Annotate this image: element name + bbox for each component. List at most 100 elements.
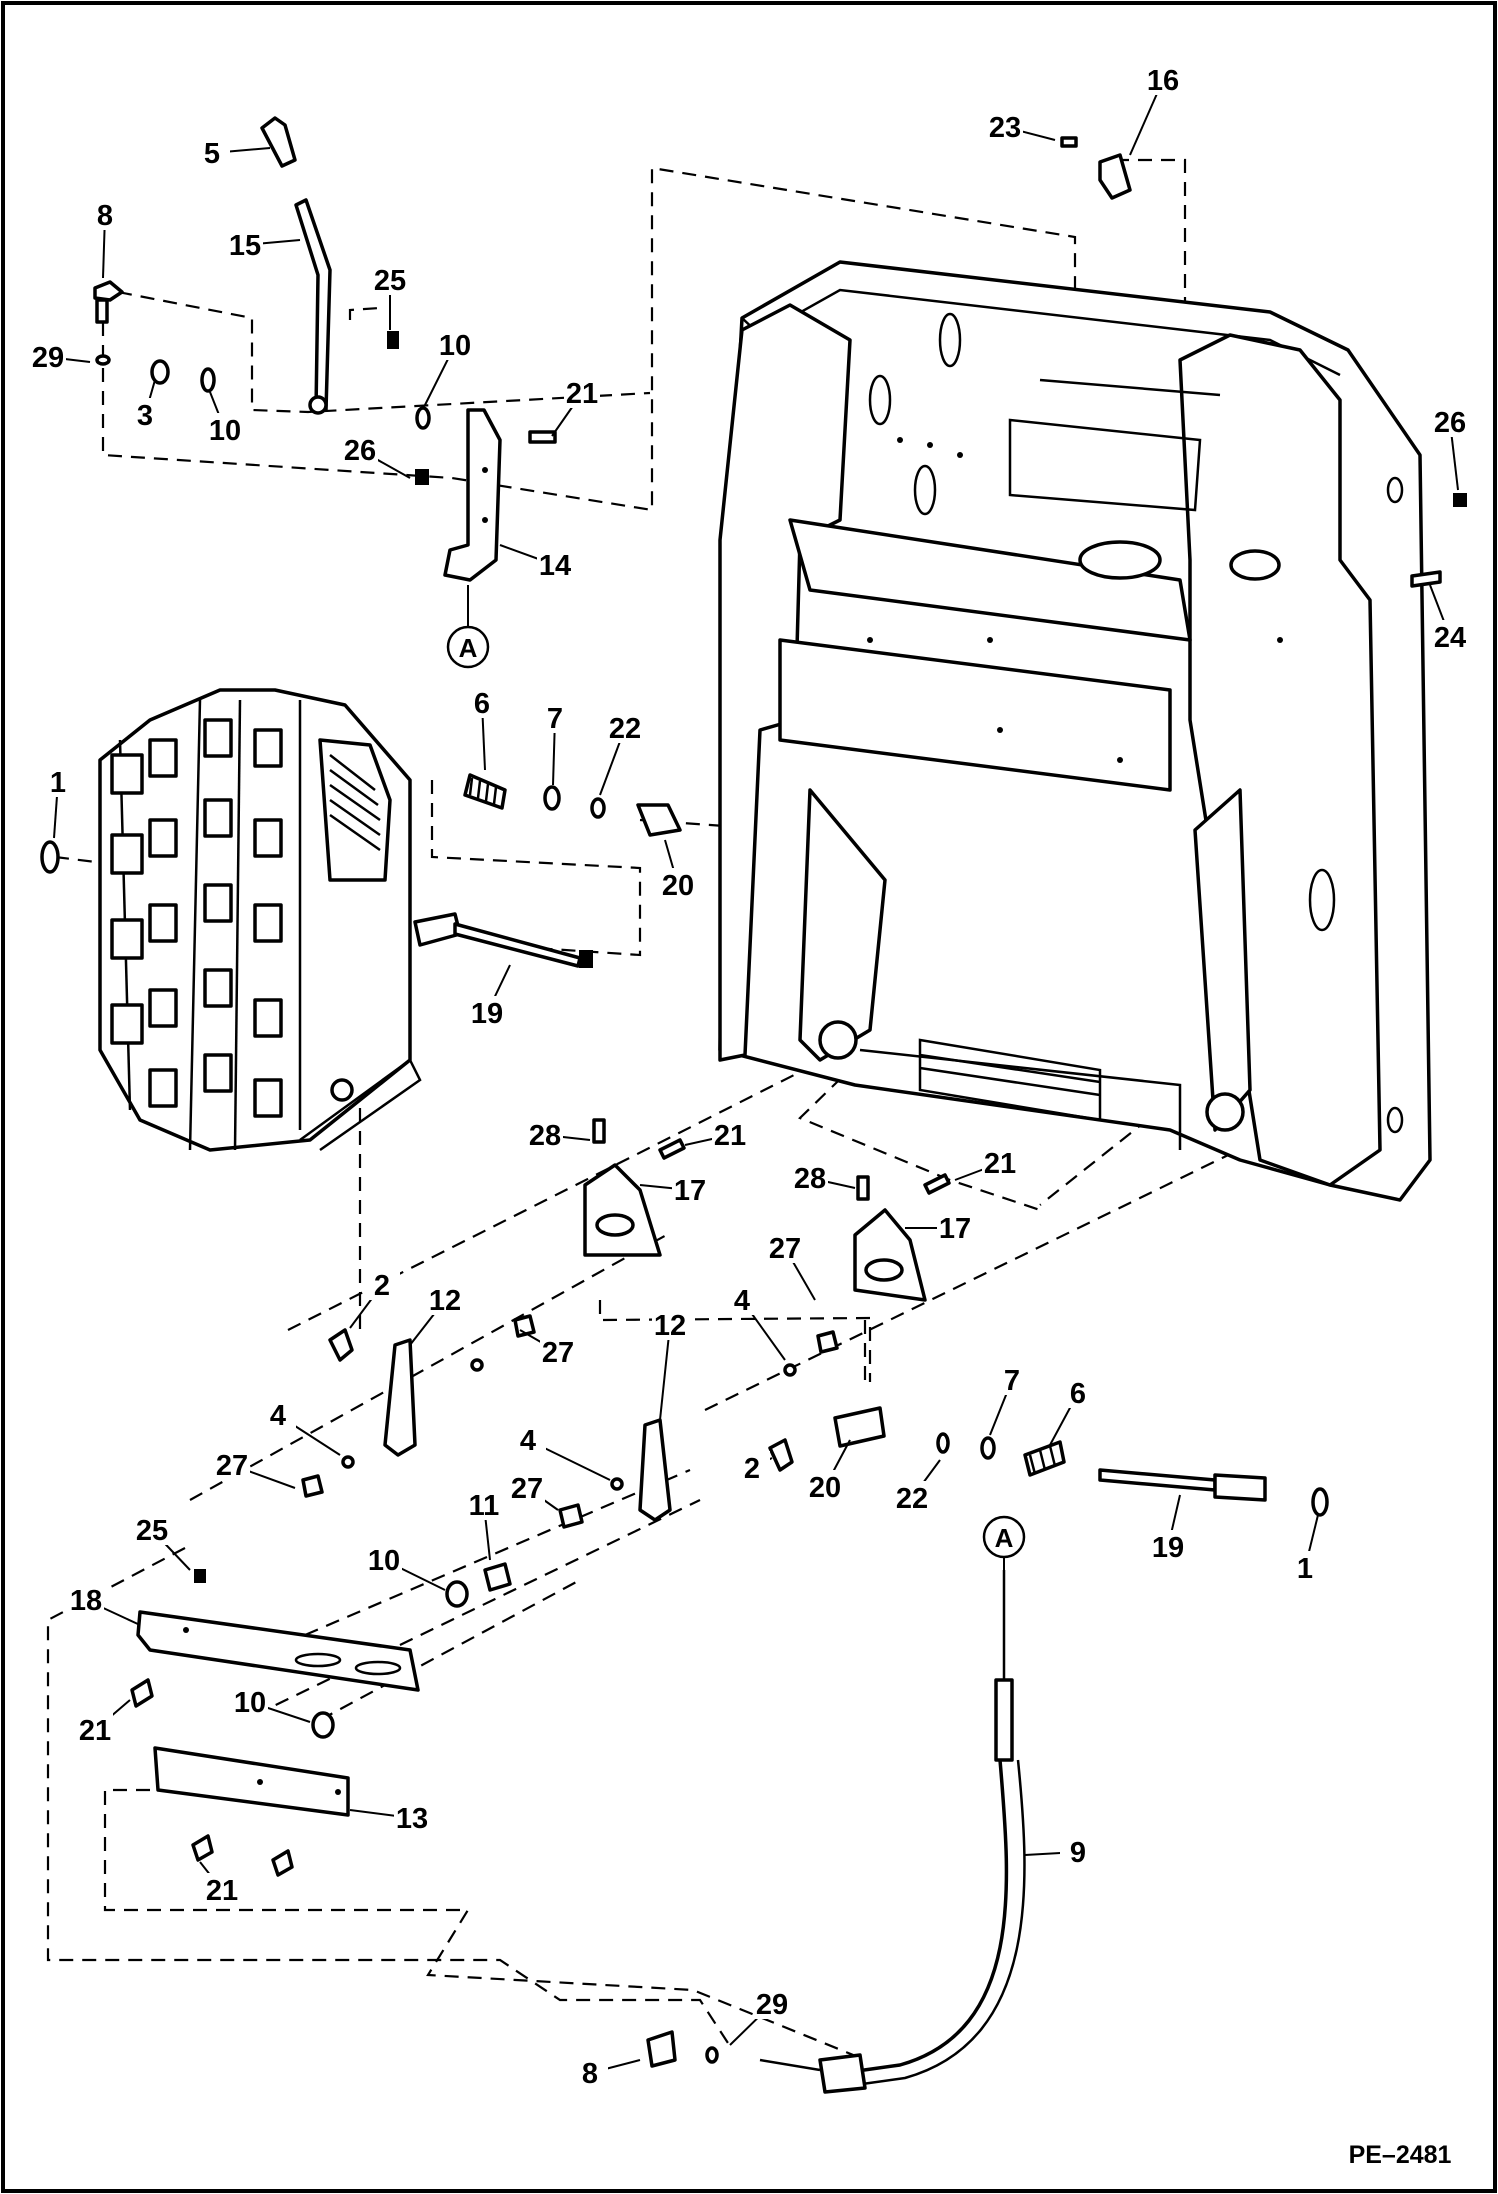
- callout-background: [77, 1713, 113, 1745]
- part-number-callout: 15: [229, 230, 261, 262]
- callout-background: [510, 1423, 546, 1455]
- part-number-callout: 17: [674, 1175, 706, 1207]
- part-number-callout: 27: [769, 1233, 801, 1265]
- callout-background: [982, 1146, 1018, 1178]
- part-number-callout: 10: [368, 1545, 400, 1577]
- callout-background: [204, 1873, 240, 1905]
- part-number-callout: 25: [374, 265, 406, 297]
- callout-background: [607, 711, 643, 743]
- callout-background: [564, 376, 600, 408]
- callout-background: [712, 1118, 748, 1150]
- callout-background: [366, 1543, 402, 1575]
- part-number-callout: 18: [70, 1585, 102, 1617]
- callout-background: [1432, 620, 1468, 652]
- part-number-callout: 21: [714, 1120, 746, 1152]
- part-number-callout: 16: [1147, 65, 1179, 97]
- part-number-callout: 10: [439, 330, 471, 362]
- callout-background: [227, 228, 263, 260]
- view-marker-a-upper: A: [446, 585, 490, 669]
- part-number-callout: 4: [270, 1400, 286, 1432]
- part-number-callout: 21: [206, 1875, 238, 1907]
- callout-background: [987, 110, 1023, 142]
- callout-background: [527, 1118, 563, 1150]
- part-number-callout: 27: [511, 1473, 543, 1505]
- part-number-callout: 14: [539, 550, 571, 582]
- part-number-callout: 29: [32, 342, 64, 374]
- part-number-callout: 21: [79, 1715, 111, 1747]
- callout-background: [207, 413, 243, 445]
- callout-background: [372, 263, 408, 295]
- part-number-callout: 24: [1434, 622, 1466, 654]
- callout-background: [537, 548, 573, 580]
- callout-background: [994, 1363, 1030, 1395]
- callout-background: [214, 1448, 250, 1480]
- control-lever-assembly: [93, 116, 557, 582]
- part-number-callout: 20: [809, 1472, 841, 1504]
- part-number-callout: 6: [474, 688, 490, 720]
- part-number-callout: 17: [939, 1213, 971, 1245]
- callout-background: [469, 996, 505, 1028]
- part-number-callout: 10: [234, 1687, 266, 1719]
- part-number-callout: 22: [609, 713, 641, 745]
- callout-background: [394, 1801, 430, 1833]
- part-number-callout: 3: [137, 400, 153, 432]
- callout-background: [540, 1335, 576, 1367]
- drawing-reference-code: PE–2481: [1349, 2141, 1452, 2169]
- callout-background: [807, 1470, 843, 1502]
- callout-background: [754, 1987, 790, 2019]
- part-number-callout: 28: [529, 1120, 561, 1152]
- view-marker-label: A: [995, 1523, 1014, 1553]
- callout-background: [734, 1451, 770, 1483]
- callout-background: [572, 2056, 608, 2088]
- part-number-callout: 8: [97, 200, 113, 232]
- callout-background: [364, 1268, 400, 1300]
- pivot-brackets: [583, 1118, 951, 1302]
- callout-background: [40, 765, 76, 797]
- callout-background: [342, 433, 378, 465]
- part-number-callout: 4: [520, 1425, 536, 1457]
- callout-background: [464, 686, 500, 718]
- part-number-callout: 20: [662, 870, 694, 902]
- spring-pin-set-upper: [40, 773, 682, 968]
- callout-background: [672, 1173, 708, 1205]
- callout-background: [232, 1685, 268, 1717]
- part-number-callout: 22: [896, 1483, 928, 1515]
- callout-background: [1432, 405, 1468, 437]
- callout-background: [437, 328, 473, 360]
- callout-background: [30, 340, 66, 372]
- callout-background: [1150, 1530, 1186, 1562]
- part-number-callout: 4: [734, 1285, 750, 1317]
- callout-background: [1060, 1376, 1096, 1408]
- callout-background: [68, 1583, 104, 1615]
- callout-background: [792, 1161, 828, 1193]
- part-number-callout: 12: [429, 1285, 461, 1317]
- part-number-callout: 28: [794, 1163, 826, 1195]
- lever-knob: [260, 116, 297, 168]
- part-number-callout: 2: [374, 1270, 390, 1302]
- control-cable: [646, 1570, 1026, 2094]
- part-number-callout: 9: [1070, 1837, 1086, 1869]
- part-number-callout: 25: [136, 1515, 168, 1547]
- callout-background: [194, 136, 230, 168]
- callout-background: [260, 1398, 296, 1430]
- part-number-callout: 1: [1297, 1553, 1313, 1585]
- callout-background: [937, 1211, 973, 1243]
- linkage-arms: [301, 1314, 839, 1529]
- part-number-callout: 21: [984, 1148, 1016, 1180]
- part-number-callout: 21: [566, 378, 598, 410]
- callout-background: [537, 701, 573, 733]
- part-number-callout: 13: [396, 1803, 428, 1835]
- part-number-callout: 2: [744, 1453, 760, 1485]
- callout-background: [724, 1283, 760, 1315]
- drive-motor-housing: [98, 688, 422, 1152]
- callout-background: [127, 398, 163, 430]
- part-number-callout: 26: [344, 435, 376, 467]
- part-number-callout: 8: [582, 2058, 598, 2090]
- view-marker-a-lower: A: [982, 1515, 1026, 1570]
- part-number-callout: 27: [216, 1450, 248, 1482]
- callout-background: [466, 1488, 502, 1520]
- part-number-callout: 6: [1070, 1378, 1086, 1410]
